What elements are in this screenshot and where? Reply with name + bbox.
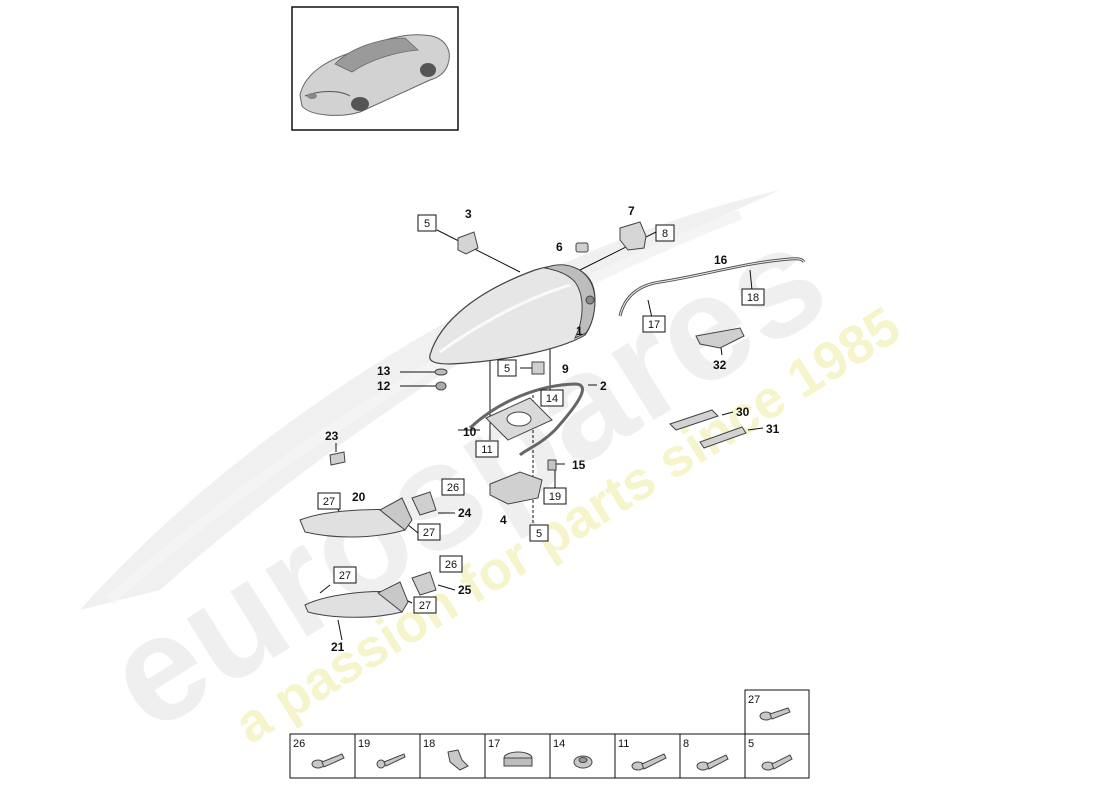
module-7 — [619, 221, 647, 251]
boxed-references — [317, 214, 765, 614]
hardware-label-8: 8 — [683, 738, 689, 750]
boxed-reference-labels: 5 8 18 17 5 14 11 19 5 26 27 27 27 26 27 — [323, 218, 759, 612]
hardware-label-17: 17 — [488, 738, 500, 750]
callout-9: 9 — [562, 362, 569, 376]
callout-30: 30 — [736, 405, 750, 419]
callout-16: 16 — [714, 253, 728, 267]
boxed-ref-5: 5 — [504, 363, 510, 375]
callout-32: 32 — [713, 358, 727, 372]
hardware-label-11: 11 — [618, 738, 629, 750]
callout-7: 7 — [628, 204, 635, 218]
callout-10: 10 — [463, 425, 477, 439]
hardware-label-26: 26 — [293, 738, 305, 750]
watermark-brand: eurospares — [78, 191, 853, 762]
connector-6 — [575, 242, 589, 253]
boxed-ref-27: 27 — [423, 527, 435, 539]
callout-31: 31 — [766, 422, 780, 436]
bolt-5 — [761, 754, 793, 771]
boxed-ref-5: 5 — [536, 528, 542, 540]
watermark-swoosh — [80, 190, 780, 610]
bolt-27 — [759, 707, 791, 721]
callout-6: 6 — [556, 240, 563, 254]
boxed-ref-17: 17 — [648, 319, 660, 331]
parts — [299, 221, 806, 618]
watermark-swoosh-inner — [106, 210, 742, 604]
grommet-13 — [434, 368, 448, 376]
hardware-table: 27 26 19 18 17 14 11 8 5 — [289, 689, 810, 779]
callout-23: 23 — [325, 429, 339, 443]
clip-23 — [329, 451, 346, 466]
callout-15: 15 — [572, 458, 586, 472]
bolt-11 — [631, 753, 667, 771]
nut-12 — [435, 381, 447, 391]
boxed-ref-27: 27 — [419, 600, 431, 612]
callout-numbers: 1 2 3 4 6 7 9 10 12 13 15 16 20 21 23 24… — [325, 204, 780, 654]
boxed-ref-26: 26 — [447, 482, 459, 494]
vehicle-thumbnail — [291, 6, 459, 131]
trim-30 — [669, 409, 719, 431]
watermark: eurospares a passion for parts since 198… — [78, 190, 911, 762]
boxed-ref-8: 8 — [662, 228, 668, 240]
callout-1: 1 — [576, 324, 583, 338]
hardware-label-14: 14 — [553, 738, 565, 750]
boxed-ref-18: 18 — [747, 292, 759, 304]
hardware-label-5: 5 — [748, 738, 754, 750]
boxed-ref-14: 14 — [546, 393, 558, 405]
seal-2 — [468, 382, 584, 457]
clip-9 — [531, 361, 545, 375]
bracket-3 — [457, 231, 479, 255]
boxed-ref-27: 27 — [323, 496, 335, 508]
bracket-24 — [411, 491, 437, 516]
callout-25: 25 — [458, 583, 472, 597]
clamp-17 — [503, 751, 533, 767]
boxed-ref-11: 11 — [481, 444, 492, 456]
callout-13: 13 — [377, 364, 391, 378]
boxed-ref-27: 27 — [339, 570, 351, 582]
car-illustration — [299, 34, 450, 116]
bolt-19 — [376, 753, 406, 769]
screw-15 — [547, 459, 557, 471]
headlight-housing — [429, 264, 596, 365]
bolt-26 — [311, 753, 345, 769]
callout-12: 12 — [377, 379, 391, 393]
hardware-label-18: 18 — [423, 738, 435, 750]
sensor-32 — [695, 327, 745, 349]
callout-24: 24 — [458, 506, 472, 520]
hardware-label-19: 19 — [358, 738, 370, 750]
callout-3: 3 — [465, 207, 472, 221]
trim-31 — [699, 426, 747, 449]
nut-14 — [573, 755, 593, 769]
hardware-label-27: 27 — [748, 694, 760, 706]
bolt-8 — [696, 754, 729, 771]
callout-20: 20 — [352, 490, 366, 504]
callout-21: 21 — [331, 640, 345, 654]
clip-18 — [447, 749, 469, 771]
control-module-4 — [489, 471, 543, 505]
callout-2: 2 — [600, 379, 607, 393]
boxed-ref-5: 5 — [424, 218, 430, 230]
bracket-25 — [411, 571, 437, 596]
boxed-ref-26: 26 — [445, 559, 457, 571]
callout-4: 4 — [500, 513, 507, 527]
boxed-ref-19: 19 — [549, 491, 561, 503]
